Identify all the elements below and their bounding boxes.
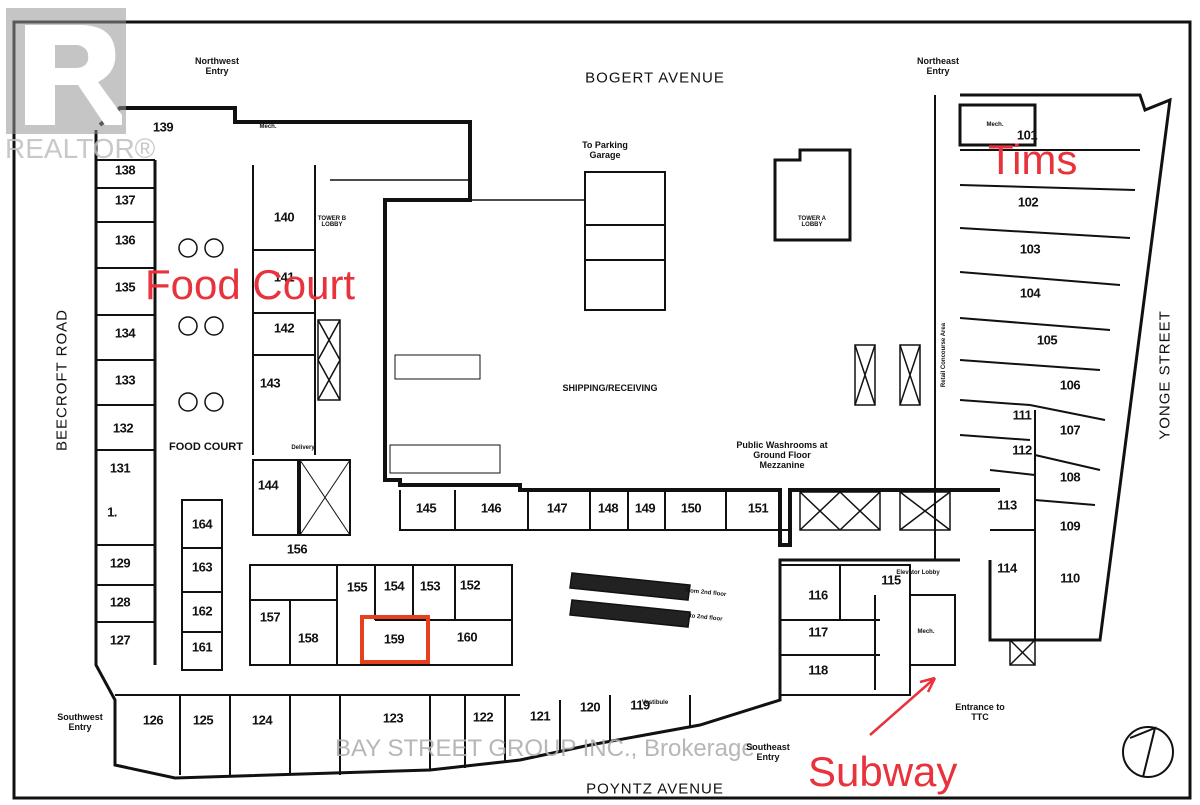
unit-label: 138 xyxy=(114,162,136,178)
realtor-logo xyxy=(25,25,122,125)
street-south: POYNTZ AVENUE xyxy=(586,780,724,798)
unit-label: 112 xyxy=(1012,442,1032,458)
unit-label: 1. xyxy=(107,504,117,520)
unit-label: 153 xyxy=(419,578,441,594)
unit-label: 125 xyxy=(192,712,214,728)
unit-label: 104 xyxy=(1019,285,1041,301)
unit-label: 123 xyxy=(382,710,404,726)
street-north: BOGERT AVENUE xyxy=(585,69,725,87)
unit-label: 114 xyxy=(997,560,1017,576)
southwest-entry-label: Southwest Entry xyxy=(57,712,103,732)
unit-label: 161 xyxy=(191,639,213,655)
unit-label: 142 xyxy=(273,320,295,336)
unit-label: 128 xyxy=(109,594,131,610)
unit-label: 131 xyxy=(109,460,131,476)
unit-label: 126 xyxy=(142,712,164,728)
unit-label: 127 xyxy=(109,632,131,648)
unit-label: 134 xyxy=(114,325,136,341)
unit-label: 137 xyxy=(114,192,136,208)
unit-label: 113 xyxy=(997,497,1017,513)
food-court-label: FOOD COURT xyxy=(169,441,243,453)
subway-annotation: Subway xyxy=(808,748,958,795)
unit-label: 139 xyxy=(152,119,174,135)
unit-label: 132 xyxy=(112,420,134,436)
tims-annotation: Tims xyxy=(988,136,1078,183)
tower-b-lobby-label: TOWER B LOBBY xyxy=(317,216,347,228)
unit-label: 129 xyxy=(109,555,131,571)
unit-label: 146 xyxy=(480,500,502,516)
unit-label: 111 xyxy=(1012,407,1032,423)
unit-label: 154 xyxy=(383,578,405,594)
unit-label: 106 xyxy=(1059,377,1081,393)
unit-label: 103 xyxy=(1019,241,1041,257)
unit-label: 133 xyxy=(114,372,136,388)
unit-label: 105 xyxy=(1036,332,1058,348)
unit-label: 148 xyxy=(597,500,619,516)
unit-label: 124 xyxy=(251,712,273,728)
unit-label: 115 xyxy=(881,572,901,588)
mech-label-ne: Mech. xyxy=(986,122,1004,128)
unit-label: 158 xyxy=(297,630,319,646)
unit-label: 144 xyxy=(257,477,279,493)
parking-garage-label: To Parking Garage xyxy=(582,140,628,160)
unit-label: 150 xyxy=(680,500,702,516)
unit-label-highlighted: 159 xyxy=(383,631,405,647)
unit-label: 157 xyxy=(259,609,281,625)
unit-label: 155 xyxy=(346,579,368,595)
unit-label: 147 xyxy=(546,500,568,516)
unit-label: 107 xyxy=(1059,422,1081,438)
unit-label: 156 xyxy=(286,541,308,557)
mech-label-se: Mech. xyxy=(917,629,935,635)
street-east: YONGE STREET xyxy=(1156,310,1174,440)
unit-label: 110 xyxy=(1060,570,1080,586)
unit-label: 136 xyxy=(114,232,136,248)
unit-label: 164 xyxy=(191,516,213,532)
unit-label: 117 xyxy=(808,624,828,640)
unit-label: 145 xyxy=(415,500,437,516)
unit-label: 140 xyxy=(273,209,295,225)
unit-label: 149 xyxy=(634,500,656,516)
northwest-entry-label: Northwest Entry xyxy=(194,56,239,76)
street-west: BEECROFT ROAD xyxy=(53,309,71,451)
northeast-entry-label: Northeast Entry xyxy=(916,56,959,76)
unit-label: 109 xyxy=(1059,518,1081,534)
entrance-ttc-label: Entrance to TTC xyxy=(955,702,1005,722)
unit-label: 162 xyxy=(191,603,213,619)
realtor-watermark: REALTOR® xyxy=(5,133,156,164)
unit-label: 152 xyxy=(459,577,481,593)
retail-concourse-label: Retail Concourse Area xyxy=(941,322,947,388)
unit-label: 143 xyxy=(259,375,281,391)
unit-label: 118 xyxy=(808,662,828,678)
unit-label: 141 xyxy=(273,269,295,285)
southeast-entry-label: Southeast Entry xyxy=(746,742,790,762)
elevator-lobby-label: Elevator Lobby xyxy=(896,570,940,576)
unit-label: 122 xyxy=(472,709,494,725)
unit-label: 120 xyxy=(579,699,601,715)
unit-label: 135 xyxy=(114,279,136,295)
unit-label: 163 xyxy=(191,559,213,575)
food-court-annotation: Food Court xyxy=(145,261,356,308)
delivery-label: Delivery xyxy=(291,445,315,451)
unit-label: 102 xyxy=(1017,194,1039,210)
unit-label: 151 xyxy=(747,500,769,516)
unit-label: 119 xyxy=(630,697,650,713)
unit-label: 108 xyxy=(1059,469,1081,485)
public-washrooms-label: Public Washrooms at Ground Floor Mezzani… xyxy=(736,440,828,470)
tower-a-lobby-label: TOWER A LOBBY xyxy=(798,216,826,228)
unit-label: 101 xyxy=(1016,127,1038,143)
unit-label: 160 xyxy=(456,629,478,645)
shipping-receiving-label: SHIPPING/RECEIVING xyxy=(562,383,658,393)
brokerage-watermark: BAY STREET GROUP INC., Brokerage xyxy=(335,735,755,762)
mech-label-nw: Mech. xyxy=(259,124,277,130)
unit-label: 116 xyxy=(808,587,828,603)
unit-label: 121 xyxy=(529,708,551,724)
vestibule-label: Vestibule xyxy=(641,700,669,706)
